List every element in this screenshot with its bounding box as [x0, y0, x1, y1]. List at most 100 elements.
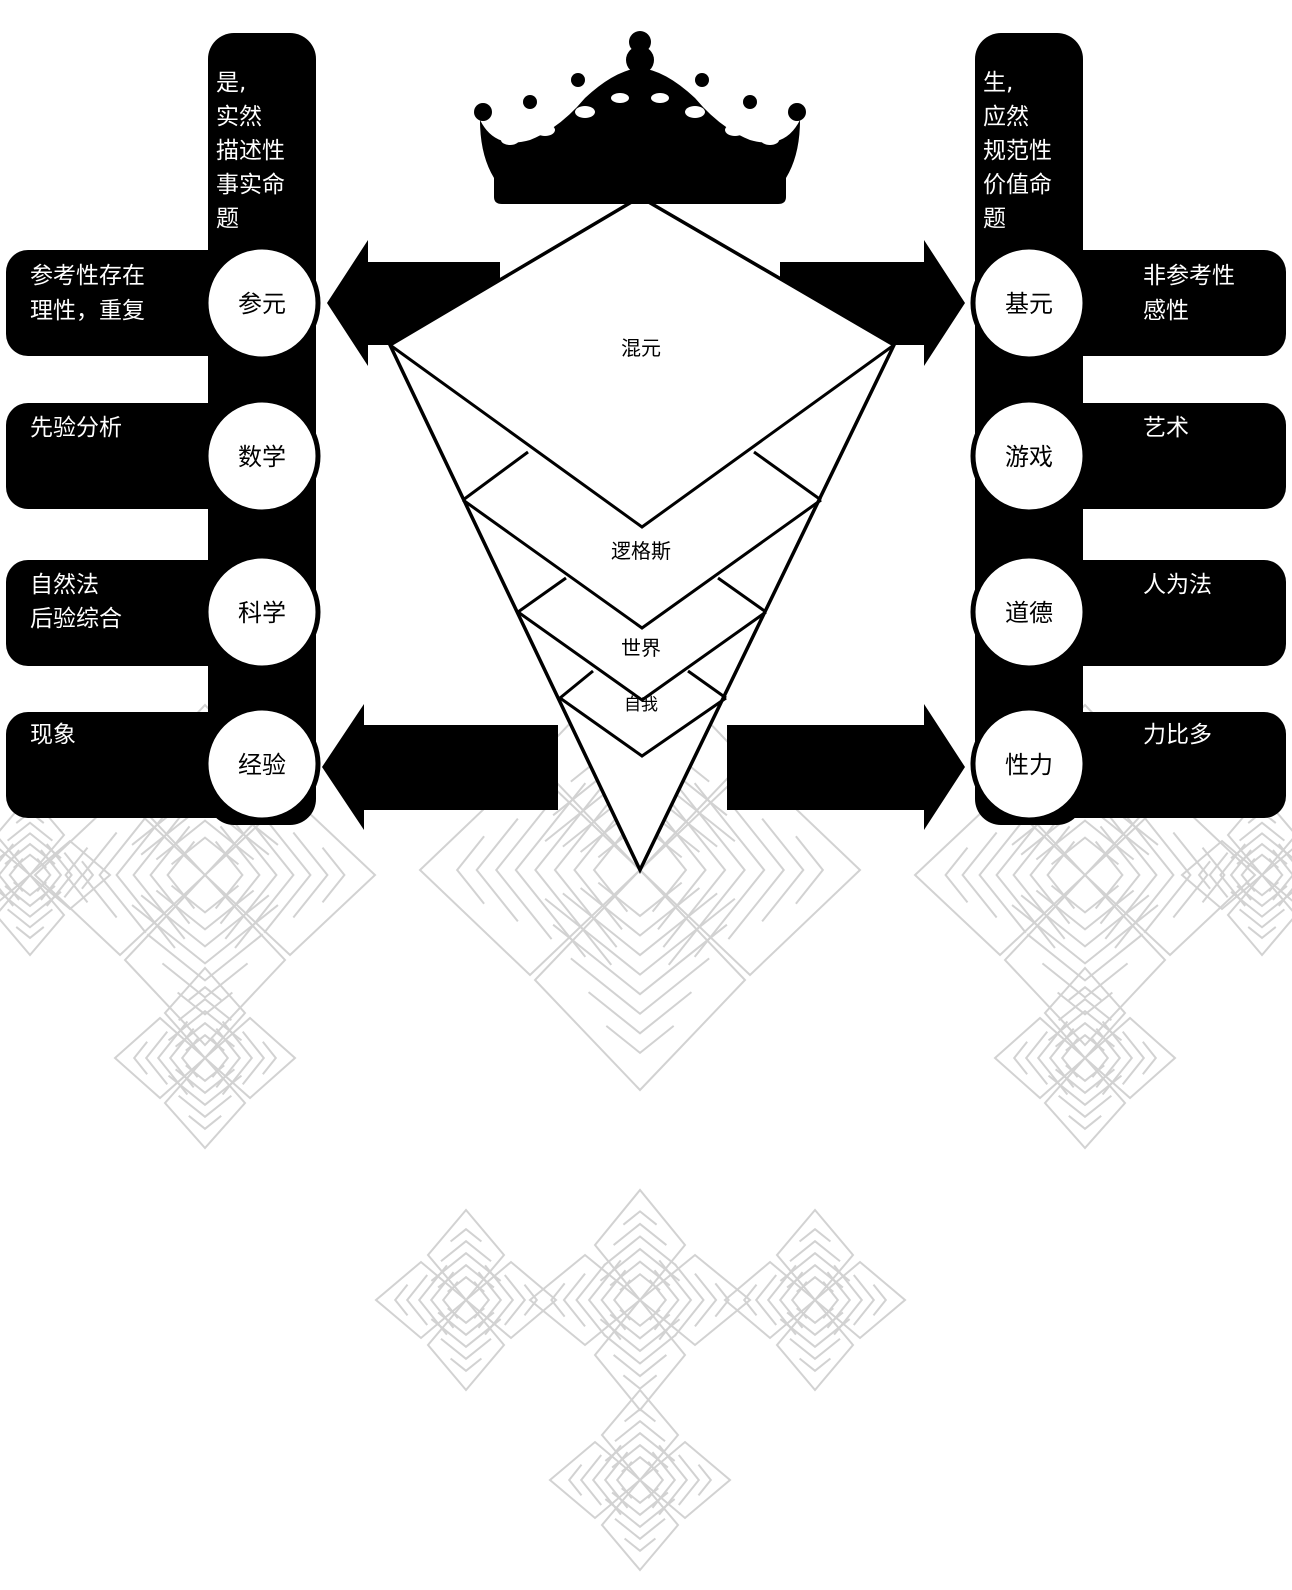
crown-base: [494, 176, 786, 204]
fractal-chevron: [612, 1354, 668, 1378]
fractal-diamond: [0, 848, 32, 902]
crown-jewel: [628, 68, 652, 92]
arrows: [322, 240, 965, 830]
right-header-line: 规范性: [983, 138, 1052, 164]
fractal-arm: [123, 873, 287, 1047]
right-node-label: 游戏: [1005, 443, 1053, 471]
fractal-chevron: [579, 887, 701, 937]
left-note-text: 先验分析: [30, 415, 122, 441]
left-row-shuxue: 先验分析 数学: [6, 397, 321, 515]
fractal-chevron: [944, 847, 969, 903]
crown-cutout: [761, 135, 779, 145]
fractal-chevron: [146, 933, 264, 982]
fractal-chevron: [132, 1041, 148, 1075]
fractal-chevron: [449, 1357, 483, 1373]
fractal-chevron: [619, 1272, 661, 1292]
pyramid-level-world: 世界: [621, 636, 661, 660]
left-node-circle: [203, 397, 321, 515]
fractal-chevron: [1208, 851, 1229, 899]
fractal-chevron: [188, 985, 222, 1001]
fractal-chevron: [587, 991, 693, 1035]
fractal-diamond: [113, 1016, 207, 1100]
fractal-chevron: [754, 1274, 778, 1326]
fractal-diamond: [533, 868, 747, 1092]
fractal-chevron: [178, 1094, 232, 1119]
fractal-chevron: [1142, 1041, 1158, 1075]
left-note-card: [6, 712, 256, 818]
crown-jewel: [523, 95, 537, 109]
fractal-chevron: [6, 821, 54, 842]
arrow-right-lower: [727, 704, 965, 830]
right-note-text: 力比多: [1143, 722, 1212, 748]
right-row-daode: 人为法 道德: [970, 553, 1286, 671]
fractal-arm: [1260, 843, 1292, 907]
fractal-chevron: [475, 817, 519, 923]
fractal-chevron: [1012, 1041, 1028, 1075]
fractal-arm: [374, 1260, 468, 1340]
fractal-chevron: [161, 962, 249, 999]
fractal-chevron: [789, 1239, 841, 1263]
right-row-youxi: 艺术 游戏: [970, 397, 1286, 515]
fractal-diamond: [813, 1260, 907, 1340]
left-header-line: 实然: [216, 104, 262, 130]
fractal-chevron: [552, 923, 728, 996]
pyramid-band-line: [517, 610, 767, 702]
fractal-arm: [1043, 1056, 1127, 1150]
fractal-arm: [1003, 873, 1167, 1047]
fractal-chevron: [562, 892, 718, 957]
fractal-chevron: [140, 894, 270, 948]
fractal-diamond: [600, 1478, 680, 1572]
fractal-arm: [418, 763, 642, 977]
fractal-chevron: [1201, 847, 1226, 903]
fractal-diamond: [528, 1253, 642, 1347]
pyramid-band-line: [462, 498, 822, 630]
fractal-chevron: [6, 908, 54, 929]
fractal-chevron: [167, 1009, 243, 1042]
left-note-line: 理性，重复: [30, 298, 145, 324]
crown-cutout: [725, 124, 745, 136]
fractal-diamond: [1083, 1016, 1177, 1100]
fractal-diamond: [163, 1056, 247, 1150]
fractal-chevron: [1024, 1031, 1049, 1085]
right-node-circle: [970, 244, 1088, 362]
crown-cutout: [685, 106, 705, 118]
fractal-chevron: [64, 847, 89, 903]
left-note-text: 自然法 后验综合: [30, 572, 122, 632]
fractal-chevron: [177, 991, 233, 1016]
right-node-label: 道德: [1005, 599, 1053, 627]
fractal-chevron: [567, 1463, 583, 1497]
fractal-chevron: [798, 1357, 832, 1373]
fractal-arm: [533, 868, 747, 1092]
fractal-chevron: [662, 792, 727, 948]
fractal-chevron: [155, 819, 255, 861]
fractal-diamond: [593, 1298, 687, 1412]
left-note-text: 参考性存在 理性，重复: [30, 263, 152, 324]
fractal-chevron: [553, 792, 618, 948]
left-note-line: 先验分析: [30, 415, 122, 441]
pyramid-band-line: [462, 450, 529, 502]
fractal-diamond: [638, 1253, 752, 1347]
fractal-chevron: [1236, 842, 1288, 865]
fractal-chevron: [0, 832, 62, 859]
left-column-header: 是, 实然 描述性 事实命 题: [216, 70, 292, 232]
right-node-circle: [970, 397, 1088, 515]
fractal-chevron: [550, 1282, 566, 1318]
left-node-circle: [203, 553, 321, 671]
fractal-chevron: [562, 1272, 586, 1328]
fractal-chevron: [115, 801, 176, 949]
fractal-chevron: [1047, 1009, 1123, 1042]
fractal-chevron: [98, 816, 147, 934]
fractal-arm: [163, 1056, 247, 1150]
fractal-diamond: [548, 1440, 642, 1520]
right-column: 生, 应然 规范性 价值命 题 非参考性 感性 基元 艺术 游戏: [970, 33, 1286, 825]
left-node-label: 经验: [238, 751, 286, 779]
fractal-chevron: [605, 1025, 675, 1055]
fractal-arm: [1180, 839, 1264, 911]
fractal-diamond: [426, 1208, 506, 1302]
fractal-arm: [163, 966, 247, 1060]
left-node-label: 参元: [238, 290, 286, 318]
fractal-chevron: [677, 1454, 701, 1506]
fractal-diamond: [1003, 873, 1167, 1047]
right-note-card: [1030, 712, 1286, 818]
